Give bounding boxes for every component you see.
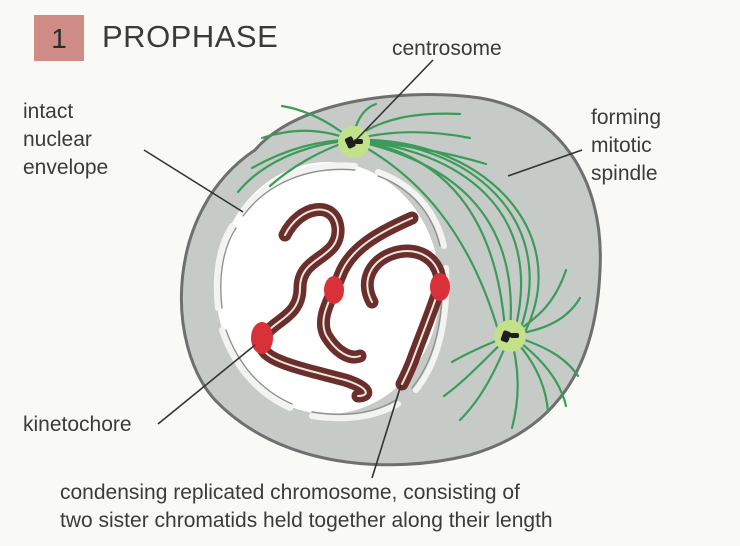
centrosome-bottom [494, 320, 526, 352]
mitotic-spindle [236, 102, 582, 430]
stage-title: PROPHASE [102, 19, 279, 54]
nuclear-envelope-label-line-1: intact [23, 100, 74, 123]
spindle-label-line-3: spindle [591, 162, 658, 185]
stage-number-badge: 1 [34, 15, 84, 61]
centrosome-label: centrosome [392, 37, 502, 60]
nuclear-envelope-label-line-3: envelope [23, 156, 109, 179]
spindle-label-line-1: forming [591, 106, 662, 129]
stage-number: 1 [51, 23, 67, 54]
spindle-label-line-2: mitotic [591, 134, 652, 157]
kinetochores [251, 273, 450, 354]
leader-lines [143, 59, 583, 479]
nuclear-envelope [213, 162, 450, 422]
kinetochore-label: kinetochore [23, 413, 132, 436]
chromosome-label-line-1: condensing replicated chromosome, consis… [60, 481, 520, 504]
chromosome-label-line-2: two sister chromatids held together alon… [60, 509, 553, 532]
nuclear-envelope-label-line-2: nuclear [23, 128, 92, 151]
